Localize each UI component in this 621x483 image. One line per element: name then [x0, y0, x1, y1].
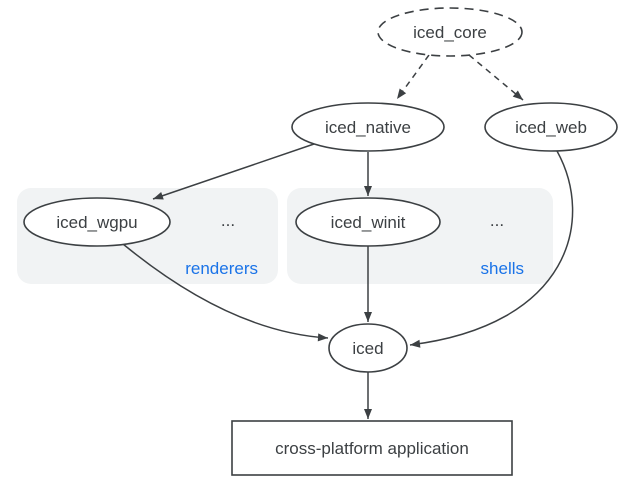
iced-web-node [484, 102, 618, 152]
iced-web-label: iced_web [515, 118, 587, 137]
application-label: cross-platform application [275, 439, 469, 458]
renderers-group-label: renderers [185, 259, 258, 278]
iced-label: iced [352, 339, 383, 358]
iced-native-node [291, 102, 445, 152]
iced-core-label: iced_core [413, 23, 487, 42]
iced-core-node [377, 7, 523, 57]
edge-iced-core-to-iced-web [468, 54, 524, 101]
iced-winit-node [295, 197, 441, 247]
edge-iced-core-to-iced-native [396, 54, 430, 100]
iced-wgpu-label: iced_wgpu [56, 213, 137, 232]
edge-iced-wgpu-to-iced [122, 243, 329, 342]
edge-iced-native-to-iced-wgpu [152, 143, 315, 200]
renderers-ellipsis: ... [221, 211, 235, 230]
iced-native-label: iced_native [325, 118, 411, 137]
edge-iced-web-to-iced [409, 150, 574, 348]
iced-winit-label: iced_winit [331, 213, 406, 232]
application-node [231, 420, 513, 476]
shells-group-label: shells [481, 259, 524, 278]
iced-node [328, 323, 408, 373]
shells-ellipsis: ... [490, 211, 504, 230]
iced-wgpu-node [23, 197, 171, 247]
